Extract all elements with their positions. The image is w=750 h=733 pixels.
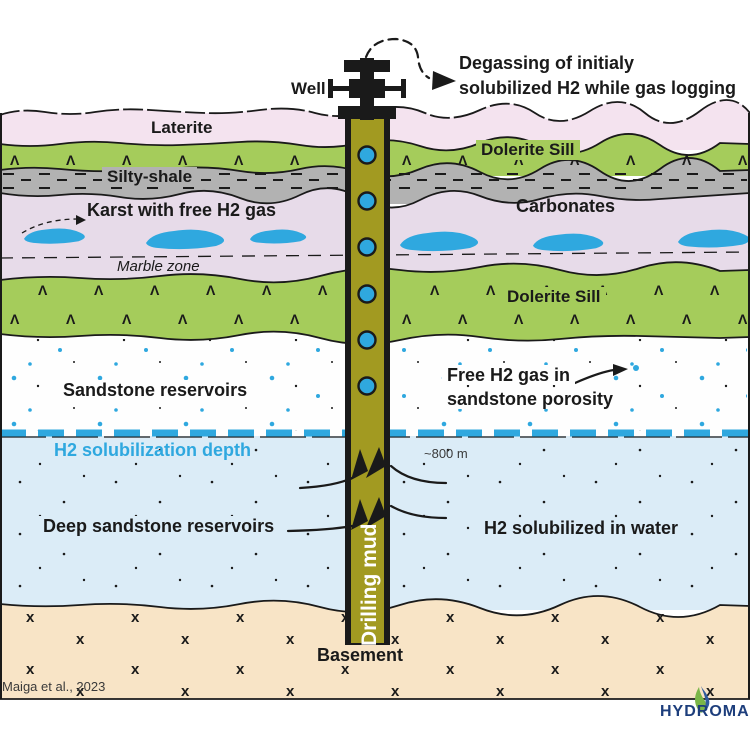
label-deep-sandstone: Deep sandstone reservoirs xyxy=(38,516,280,536)
gas-bubble-icon xyxy=(357,284,377,304)
label-solubilization-depth: H2 solubilization depth xyxy=(54,440,251,460)
label-marble-zone: Marble zone xyxy=(117,258,200,275)
annotation-arrows xyxy=(21,37,639,385)
well-label: Well xyxy=(291,79,326,98)
gas-bubble-icon xyxy=(357,330,377,350)
label-depth-mark: ~800 m xyxy=(424,446,468,461)
label-karst: Karst with free H2 gas xyxy=(87,200,277,220)
hydroma-logo-text: HYDROMA xyxy=(660,703,750,720)
free-gas-pointer-icon xyxy=(573,368,616,385)
degassing-note-line2: solubilized H2 while gas logging xyxy=(459,78,737,98)
inflow-arrows xyxy=(286,447,448,533)
right-frame-border xyxy=(748,113,750,699)
flow-arrow-icon xyxy=(351,499,368,530)
label-basement: Basement xyxy=(312,645,409,665)
label-silty-shale: Silty-shale xyxy=(102,167,198,187)
left-frame-border xyxy=(0,113,2,699)
label-dolerite-sill-1: Dolerite Sill xyxy=(476,140,580,160)
degassing-arrowhead-icon xyxy=(432,71,456,90)
flow-arrow-icon xyxy=(351,449,368,480)
label-free-gas-line2: sandstone porosity xyxy=(442,389,619,409)
label-laterite: Laterite xyxy=(146,118,218,138)
karst-arrowhead-icon xyxy=(76,215,86,225)
gas-dot-icon xyxy=(633,365,639,371)
label-h2-solubilized: H2 solubilized in water xyxy=(479,518,684,538)
well: Drilling mud xyxy=(286,58,448,648)
citation: Maiga et al., 2023 xyxy=(2,679,106,694)
gas-bubble-icon xyxy=(357,191,377,211)
karst-pointer-icon xyxy=(21,218,79,234)
flow-arrow-icon xyxy=(366,447,386,478)
flow-arrow-icon xyxy=(366,497,386,528)
label-sandstone-reservoirs: Sandstone reservoirs xyxy=(58,380,253,400)
gas-bubble-icon xyxy=(357,237,377,257)
drilling-mud-label: Drilling mud xyxy=(358,524,381,647)
label-dolerite-sill-2: Dolerite Sill xyxy=(502,287,606,307)
degassing-note-line1: Degassing of initialy xyxy=(459,53,635,73)
wellhead-icon xyxy=(328,58,406,120)
gas-bubble-icon xyxy=(357,145,377,165)
flame-icon xyxy=(695,686,710,713)
degassing-arrow-icon xyxy=(364,37,431,80)
label-carbonates: Carbonates xyxy=(516,196,616,216)
label-free-gas-line1: Free H2 gas in xyxy=(442,365,576,385)
gas-bubble-icon xyxy=(357,376,377,396)
free-gas-arrowhead-icon xyxy=(613,364,628,376)
